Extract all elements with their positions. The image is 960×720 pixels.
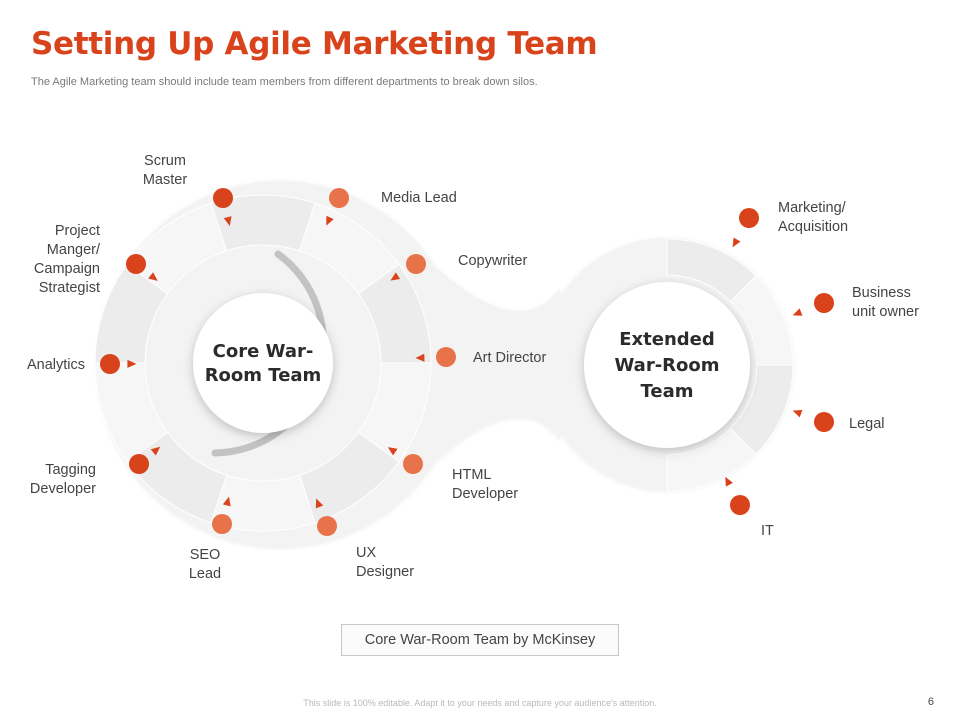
member-label-ux-designer: UX Designer <box>356 545 415 580</box>
member-label-art-director: Art Director <box>473 350 547 366</box>
member-label-seo-lead: SEO Lead <box>188 547 222 582</box>
page-number: 6 <box>927 696 934 708</box>
core-center-circle <box>193 293 333 433</box>
extended-member-markers <box>725 208 834 515</box>
pointer-arrow-icon <box>150 446 161 456</box>
extended-ring-segments <box>666 238 794 492</box>
core-member-markers <box>100 188 456 536</box>
member-label-html-developer: HTML Developer <box>452 467 519 502</box>
member-label-analytics: Analytics <box>26 357 85 373</box>
pointer-arrow-icon <box>315 498 324 509</box>
core-member-dot <box>317 516 337 536</box>
extended-team-label: Extended War-Room Team <box>614 329 720 402</box>
page-subtitle: The Agile Marketing team should include … <box>31 76 538 88</box>
pointer-arrow-icon <box>792 409 803 418</box>
extended-ring-segment <box>666 427 757 492</box>
member-label-project-manager: Project Manger/ Campaign Strategist <box>33 223 100 296</box>
extended-member-dot <box>739 208 759 228</box>
core-member-dot <box>100 354 120 374</box>
member-label-media-lead: Media Lead <box>381 190 457 206</box>
pointer-arrow-icon <box>725 476 733 487</box>
pointer-arrow-icon <box>127 359 137 368</box>
core-member-dot <box>213 188 233 208</box>
core-member-dot <box>129 454 149 474</box>
core-team-label: Core War- Room Team <box>204 341 322 386</box>
pointer-arrow-icon <box>223 216 232 226</box>
member-label-scrum-master: Scrum Master <box>142 153 188 188</box>
member-label-legal: Legal <box>849 416 885 432</box>
footer-note: This slide is 100% editable. Adapt it to… <box>303 698 657 708</box>
member-label-it: IT <box>761 523 774 539</box>
page-title: Setting Up Agile Marketing Team <box>31 26 598 62</box>
core-member-dot <box>403 454 423 474</box>
member-label-copywriter: Copywriter <box>458 253 528 269</box>
extended-member-dot <box>730 495 750 515</box>
pointer-arrow-icon <box>415 353 425 362</box>
caption-box: Core War-Room Team by McKinsey <box>341 624 619 656</box>
core-ring-segments <box>94 194 432 532</box>
pointer-arrow-icon <box>390 272 401 281</box>
member-label-tagging-developer: Tagging Developer <box>29 462 96 497</box>
member-label-marketing-acquisition: Marketing/ Acquisition <box>778 200 849 235</box>
core-member-dot <box>436 347 456 367</box>
member-label-business-unit-owner: Business unit owner <box>852 285 919 320</box>
extended-center-circle <box>584 282 750 448</box>
core-member-dot <box>406 254 426 274</box>
core-member-dot <box>126 254 146 274</box>
pointer-arrow-icon <box>387 447 398 456</box>
pointer-arrow-icon <box>732 237 741 248</box>
pointer-arrow-icon <box>326 215 334 226</box>
core-ring-segment <box>126 202 228 295</box>
core-member-dot <box>329 188 349 208</box>
pointer-arrow-icon <box>148 272 158 281</box>
pointer-arrow-icon <box>792 308 803 316</box>
extended-member-dot <box>814 412 834 432</box>
pointer-arrow-icon <box>222 496 231 507</box>
core-member-dot <box>212 514 232 534</box>
extended-member-dot <box>814 293 834 313</box>
